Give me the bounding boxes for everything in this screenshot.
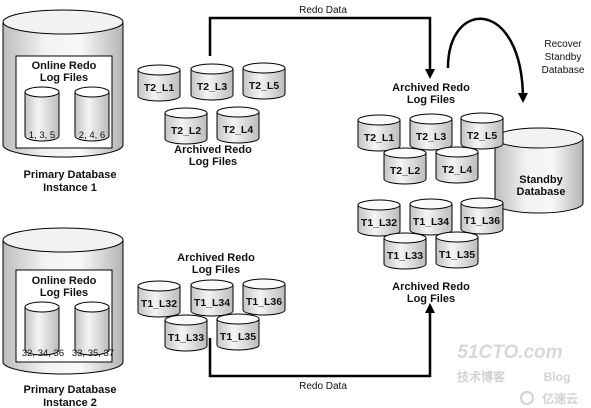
standby-db-label-b: Database [517,186,566,198]
archived-log-cylinder: T1_L34 [409,198,453,236]
redo-data-label-top: Redo Data [299,5,347,16]
archive-caption-tl-b: Log Files [189,156,237,168]
archived-log-label: T1_L36 [246,296,282,308]
archive-caption-tl-a: Archived Redo [174,144,252,156]
archived-log-label: T2_L1 [144,82,175,94]
redo-group-1b-label: 2, 4, 6 [79,130,105,141]
archive-caption-tr-b: Log Files [407,94,455,106]
archived-log-label: T1_L34 [413,216,449,228]
primary-db-2-caption-a: Primary Database [24,384,117,396]
archived-log-cylinder: T2_L2 [164,107,208,145]
online-redo-title-1a: Online Redo [32,60,97,72]
recover-label-a: Recover [544,39,582,50]
archive-caption-br-a: Archived Redo [392,281,470,293]
archived-log-label: T1_L34 [194,297,230,309]
archived-log-label: T2_L5 [467,130,498,142]
archived-log-cylinder: T1_L32 [357,199,401,237]
archived-log-cylinder: T1_L35 [435,231,479,269]
archived-log-label: T2_L4 [223,124,254,136]
watermark-site: 51CTO.com [457,342,562,363]
redo-data-label-bottom: Redo Data [299,381,347,392]
archived-log-cylinder: T1_L36 [460,197,504,235]
redo-group-1a-label: 1, 3, 5 [29,130,55,141]
archived-log-cylinder: T2_L2 [383,147,427,185]
watermark-blog: Blog [544,370,571,384]
primary-db-1: Online Redo Log Files 1, 3, 5 2, 4, 6 [2,9,124,158]
primary-db-2-caption-b: Instance 2 [43,397,97,408]
archived-log-label: T1_L33 [387,250,423,262]
archived-log-cylinder: T1_L34 [190,279,234,317]
primary-db-2: Online Redo Log Files 32, 34, 36 33, 35,… [2,227,124,375]
recover-label-b: Standby [545,52,582,63]
watermark-tagline: 技术博客 [457,369,506,384]
redo-group-2a-label: 32, 34, 36 [22,348,64,359]
watermark-brand: 亿速云 [542,391,578,406]
online-redo-title-2b: Log Files [40,287,88,299]
archive-caption-bl-a: Archived Redo [177,252,255,264]
archived-log-label: T1_L35 [439,249,475,261]
archived-log-label: T2_L3 [416,131,447,143]
archived-log-cylinder: T1_L35 [216,313,260,351]
archived-log-cylinder: T2_L5 [242,62,286,100]
recover-arrow [446,17,528,103]
archived-log-cylinder: T1_L32 [137,280,181,318]
redo-group-1b [74,86,110,142]
archived-log-cylinder: T1_L33 [383,232,427,270]
archived-log-label: T2_L4 [442,164,473,176]
online-redo-title-2a: Online Redo [32,275,97,287]
archived-log-cylinder: T1_L36 [242,278,286,316]
archived-log-cylinder: T2_L3 [190,63,234,101]
archived-log-cylinder: T2_L4 [435,146,479,184]
archived-log-label: T2_L1 [364,132,395,144]
archived-log-cylinder: T1_L33 [164,314,208,352]
redo-group-2b [74,301,110,356]
archived-log-label: T1_L32 [141,298,177,310]
primary-db-1-caption-b: Instance 1 [43,182,97,194]
redo-group-1a [24,86,60,142]
archived-log-cylinder: T2_L4 [216,106,260,144]
archived-log-label: T1_L36 [464,215,500,227]
archived-log-label: T2_L2 [171,125,202,137]
archived-log-label: T2_L3 [197,81,228,93]
recover-label-c: Database [542,65,585,76]
online-redo-title-1b: Log Files [40,72,88,84]
redo-group-2a [24,301,60,356]
archived-log-label: T2_L2 [390,165,421,177]
archived-log-cylinder: T2_L3 [409,113,453,151]
redo-data-arrow-top [208,16,435,79]
archived-log-cylinder: T2_L1 [357,114,401,152]
archived-log-cylinder: T2_L5 [460,112,504,150]
archive-caption-bl-b: Log Files [192,264,240,276]
primary-db-1-caption-a: Primary Database [24,169,117,181]
archived-log-label: T1_L33 [168,332,204,344]
standby-database [494,127,584,214]
archived-log-label: T2_L5 [249,80,280,92]
archived-log-label: T1_L35 [220,331,256,343]
archive-caption-tr-a: Archived Redo [392,82,470,94]
archive-caption-br-b: Log Files [407,293,455,305]
redo-data-arrow-bottom [208,303,435,378]
watermark-logo-icon [520,391,534,405]
archived-log-cylinder: T2_L1 [137,64,181,102]
standby-db-label-a: Standby [519,174,563,186]
redo-group-2b-label: 33, 35, 37 [72,348,114,359]
archived-log-label: T1_L32 [361,217,397,229]
